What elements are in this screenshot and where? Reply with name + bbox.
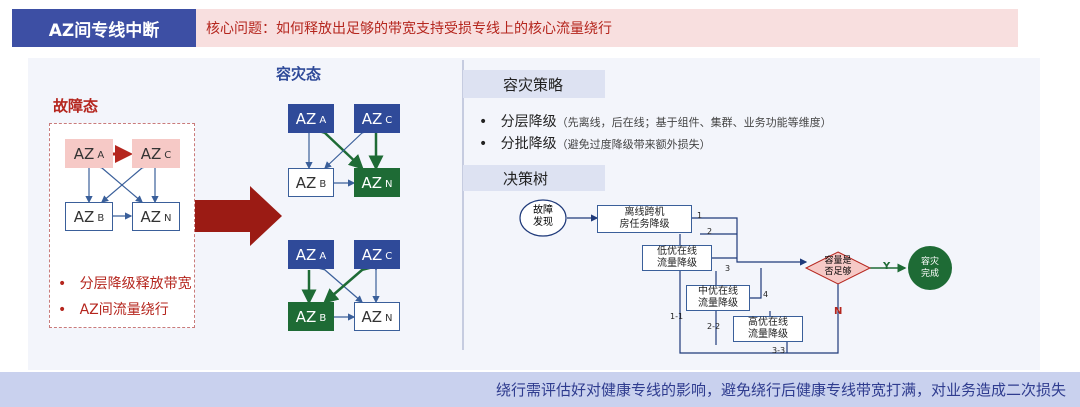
edge-label-4: 4 [763, 290, 769, 299]
edge-label-2-2: 2-2 [707, 322, 721, 331]
dr-state-title: 容灾态 [276, 65, 322, 83]
failed-bullet-1: • 分层降级释放带宽 [58, 276, 192, 292]
step-high-priority-downgrade: 高优在线流量降级 [733, 316, 803, 342]
edge-label-1-1: 1-1 [670, 312, 684, 321]
step-offline-task-downgrade: 离线跨机房任务降级 [597, 205, 692, 233]
capacity-check-diamond [804, 251, 872, 285]
strategy-item-2: • 分批降级（避免过度降级带来额外损失） [479, 136, 711, 152]
step-low-priority-downgrade: 低优在线流量降级 [642, 245, 712, 271]
fault-detected-node [519, 199, 567, 237]
edge-label-3: 3 [725, 264, 731, 273]
core-problem-banner: 核心问题：如何释放出足够的带宽支持受损专线上的核心流量绕行 [196, 9, 1018, 47]
failed-state-title: 故障态 [53, 97, 99, 115]
page-title: AZ间专线中断 [12, 9, 196, 47]
edge-label-3-3: 3-3 [772, 346, 786, 355]
dr-complete-node [908, 246, 952, 290]
transition-arrow [195, 186, 282, 246]
strategy-item-1: • 分层降级（先离线，后在线；基于组件、集群、业务功能等维度） [479, 114, 832, 130]
edge-label-2: 2 [707, 227, 713, 236]
yes-label: Y [883, 261, 891, 272]
step-mid-priority-downgrade: 中优在线流量降级 [686, 285, 750, 311]
decision-tree-header: 决策树 [463, 165, 605, 191]
strategy-header: 容灾策略 [463, 70, 605, 98]
dr-complete-label: 容灾完成 [920, 257, 939, 279]
capacity-check-label: 容量是否足够 [824, 256, 852, 277]
footer-note: 绕行需评估好对健康专线的影响，避免绕行后健康专线带宽打满，对业务造成二次损失 [0, 372, 1080, 407]
no-label: N [834, 306, 843, 317]
edge-label-1: 1 [697, 211, 703, 220]
start-node-label: 故障发现 [533, 205, 553, 228]
failed-bullet-2: • AZ间流量绕行 [58, 302, 169, 318]
